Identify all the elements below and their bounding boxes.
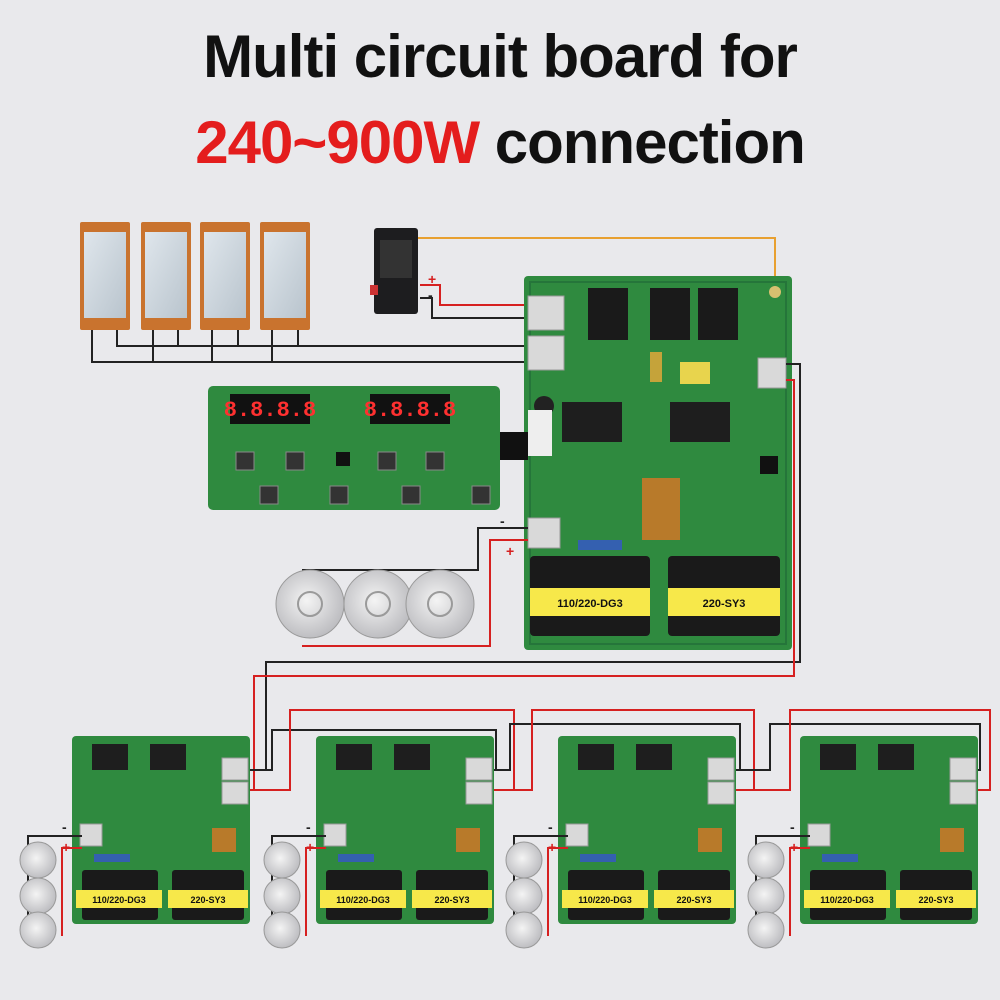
button — [471, 485, 491, 505]
transducer-disc — [19, 877, 57, 915]
transducer-disc — [19, 841, 57, 879]
button — [329, 485, 349, 505]
ribbon-connector — [500, 432, 528, 460]
slave-board: 110/220-DG3 220-SY3 — [558, 736, 736, 924]
slave-minus-label: - — [306, 819, 311, 835]
button — [235, 451, 255, 471]
heater-plate — [141, 222, 191, 330]
switch-plus-label: + — [428, 271, 436, 287]
button — [377, 451, 397, 471]
transducer-disc — [747, 911, 785, 949]
main-transducer-wires — [302, 527, 528, 647]
slave-transformer-left-label: 110/220-DG3 — [336, 895, 390, 905]
transducer-disc — [505, 841, 543, 879]
slave-transducer-group: - + — [263, 819, 326, 949]
slave-transformer-left-label: 110/220-DG3 — [820, 895, 874, 905]
slave-board: 110/220-DG3 220-SY3 — [316, 736, 494, 924]
title-line-2: 240~900W connection — [0, 108, 1000, 177]
display-board: 8.8.8.8 8.8.8.8 — [208, 386, 500, 510]
main-plus-label: + — [506, 543, 514, 559]
heater-plates — [80, 222, 310, 330]
transducer-disc — [505, 877, 543, 915]
switch-minus-label: - — [428, 287, 433, 303]
main-transformer-right-label: 220-SY3 — [703, 598, 746, 610]
slave-plus-label: + — [62, 839, 70, 855]
transducer-disc — [275, 569, 345, 639]
title-connection: connection — [479, 109, 806, 176]
heater-plate — [80, 222, 130, 330]
transducer-disc — [343, 569, 413, 639]
slave-transformer-right-label: 220-SY3 — [434, 895, 469, 905]
slave-plus-label: + — [548, 839, 556, 855]
transducer-disc — [263, 841, 301, 879]
slave-transformer-right-label: 220-SY3 — [676, 895, 711, 905]
button — [259, 485, 279, 505]
slave-plus-label: + — [306, 839, 314, 855]
chain-wires — [250, 363, 991, 791]
slave-transducer-group: - + — [747, 819, 810, 949]
slave-minus-label: - — [548, 819, 553, 835]
main-board: 110/220-DG3 220-SY3 - + — [500, 276, 792, 650]
transducer-disc — [19, 911, 57, 949]
switch-wires — [416, 237, 776, 319]
slave-plus-label: + — [790, 839, 798, 855]
main-transformer-left-label: 110/220-DG3 — [557, 598, 622, 610]
button — [401, 485, 421, 505]
main-minus-label: - — [500, 513, 505, 529]
heater-plate — [200, 222, 250, 330]
heater-wires — [91, 330, 528, 363]
transducer-disc — [505, 911, 543, 949]
power-switch: + - — [370, 228, 436, 314]
right-led-display: 8.8.8.8 — [364, 398, 456, 423]
slave-transformer-left-label: 110/220-DG3 — [578, 895, 632, 905]
title-power-range: 240~900W — [195, 109, 480, 176]
slave-minus-label: - — [62, 819, 67, 835]
main-transducers — [275, 569, 475, 639]
transducer-disc — [405, 569, 475, 639]
transducer-disc — [263, 877, 301, 915]
transducer-disc — [747, 877, 785, 915]
slave-transformer-right-label: 220-SY3 — [918, 895, 953, 905]
slave-transformer-left-label: 110/220-DG3 — [92, 895, 146, 905]
slave-transducer-group: - + — [505, 819, 568, 949]
slave-board: 110/220-DG3 220-SY3 — [800, 736, 978, 924]
slave-transformer-right-label: 220-SY3 — [190, 895, 225, 905]
slave-transducer-group: - + — [19, 819, 82, 949]
title-line-1: Multi circuit board for — [203, 23, 798, 90]
heater-plate — [260, 222, 310, 330]
button — [285, 451, 305, 471]
slave-board: 110/220-DG3 220-SY3 — [72, 736, 250, 924]
button — [425, 451, 445, 471]
transducer-disc — [263, 911, 301, 949]
slave-minus-label: - — [790, 819, 795, 835]
transducer-disc — [747, 841, 785, 879]
left-led-display: 8.8.8.8 — [224, 398, 316, 423]
